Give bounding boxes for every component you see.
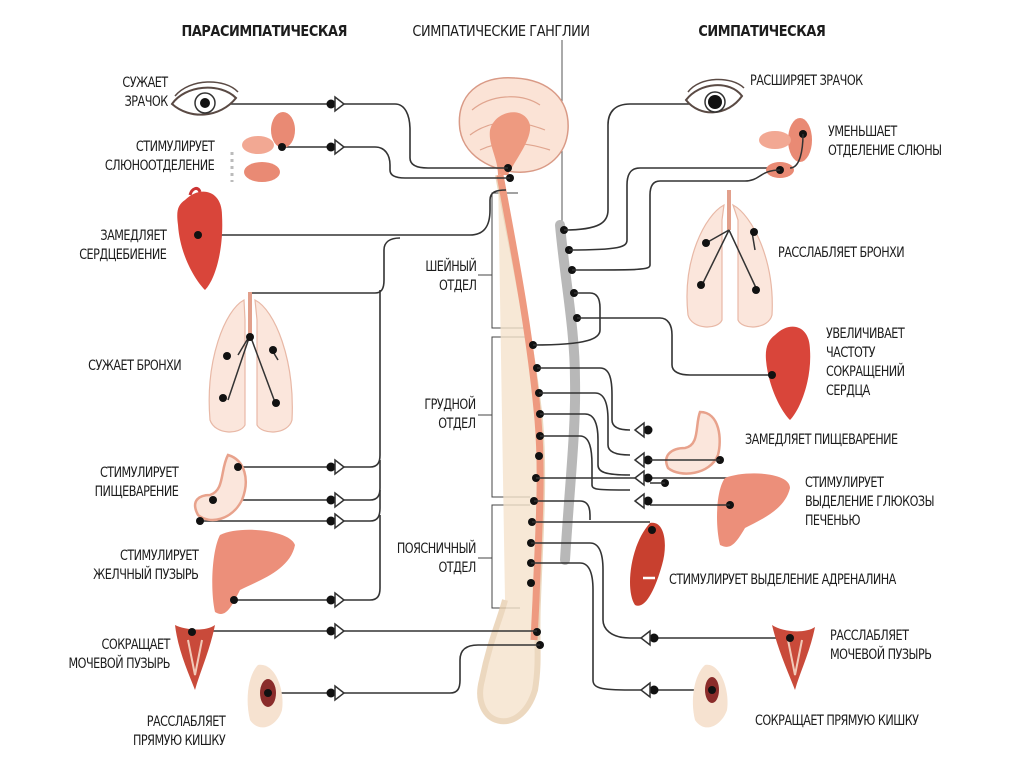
adrenal-kidney-icon [630,522,665,606]
eye-icon-left [170,81,239,116]
eye-icon-right [684,78,745,114]
para-label-heart: ЗАМЕДЛЯЕТ СЕРДЦЕБИЕНИЕ [78,228,167,263]
salivary-glands-icon-left [230,112,295,182]
label-lumbar-section: ПОЯСНИЧНЫЙ ОТДЕЛ [397,541,477,576]
sympathetic-ganglion-chain [555,220,581,565]
symp-label-digestion: ЗАМЕДЛЯЕТ ПИЩЕВАРЕНИЕ [745,432,898,448]
symp-label-salivation: УМЕНЬШАЕТ ОТДЕЛЕНИЕ СЛЮНЫ [828,124,942,159]
lungs-icon-left [208,292,293,433]
symp-label-heart: УВЕЛИЧИВАЕТ ЧАСТОТУ СОКРАЩЕНИЙ СЕРДЦА [826,326,905,399]
rectum-icon-left [247,664,283,728]
header-sympathetic: СИМПАТИЧЕСКАЯ [698,22,826,40]
spinal-column [477,174,546,725]
label-thoracic-section: ГРУДНОЙ ОТДЕЛ [424,397,477,432]
symp-label-rectum: СОКРАЩАЕТ ПРЯМУЮ КИШКУ [755,713,919,729]
para-label-gallbladder: СТИМУЛИРУЕТ ЖЕЛЧНЫЙ ПУЗЫРЬ [92,548,199,583]
para-label-bladder: СОКРАЩАЕТ МОЧЕВОЙ ПУЗЫРЬ [68,637,171,672]
rectum-icon-right [692,664,728,728]
heart-icon-left [177,186,223,290]
lungs-icon-right [686,190,773,328]
parasympathetic-nerves [198,103,540,694]
liver-icon-left [212,529,295,614]
para-label-rectum: РАССЛАБЛЯЕТ ПРЯМУЮ КИШКУ [132,714,226,749]
liver-icon-right [650,473,790,547]
label-cervical-section: ШЕЙНЫЙ ОТДЕЛ [424,259,477,294]
para-label-digestion: СТИМУЛИРУЕТ ПИЩЕВАРЕНИЕ [94,465,178,500]
parasympathetic-synapses [325,96,345,701]
symp-label-bladder: РАССЛАБЛЯЕТ МОЧЕВОЙ ПУЗЫРЬ [830,628,932,663]
heart-icon-right [765,326,811,420]
header-parasympathetic: ПАРАСИМПАТИЧЕСКАЯ [181,22,348,40]
bladder-icon-left [175,625,215,690]
symp-label-bronchi: РАССЛАБЛЯЕТ БРОНХИ [778,245,905,261]
symp-label-adrenaline: СТИМУЛИРУЕТ ВЫДЕЛЕНИЕ АДРЕНАЛИНА [669,572,896,588]
header-sympathetic-ganglia: СИМПАТИЧЕСКИЕ ГАНГЛИИ [412,22,590,40]
symp-label-glucose: СТИМУЛИРУЕТ ВЫДЕЛЕНИЕ ГЛЮКОЗЫ ПЕЧЕНЬЮ [805,475,934,529]
bladder-icon-right [772,625,815,690]
salivary-glands-icon-right [744,118,812,182]
symp-label-eye: РАСШИРЯЕТ ЗРАЧОК [750,73,863,89]
para-label-bronchi: СУЖАЕТ БРОНХИ [87,358,182,374]
para-label-eye: СУЖАЕТ ЗРАЧОК [122,75,169,110]
brain-illustration [458,76,569,175]
stomach-icon-left [193,453,247,525]
para-label-salivation: СТИМУЛИРУЕТ СЛЮНООТДЕЛЕНИЕ [104,139,215,174]
stomach-icon-right [650,410,724,487]
